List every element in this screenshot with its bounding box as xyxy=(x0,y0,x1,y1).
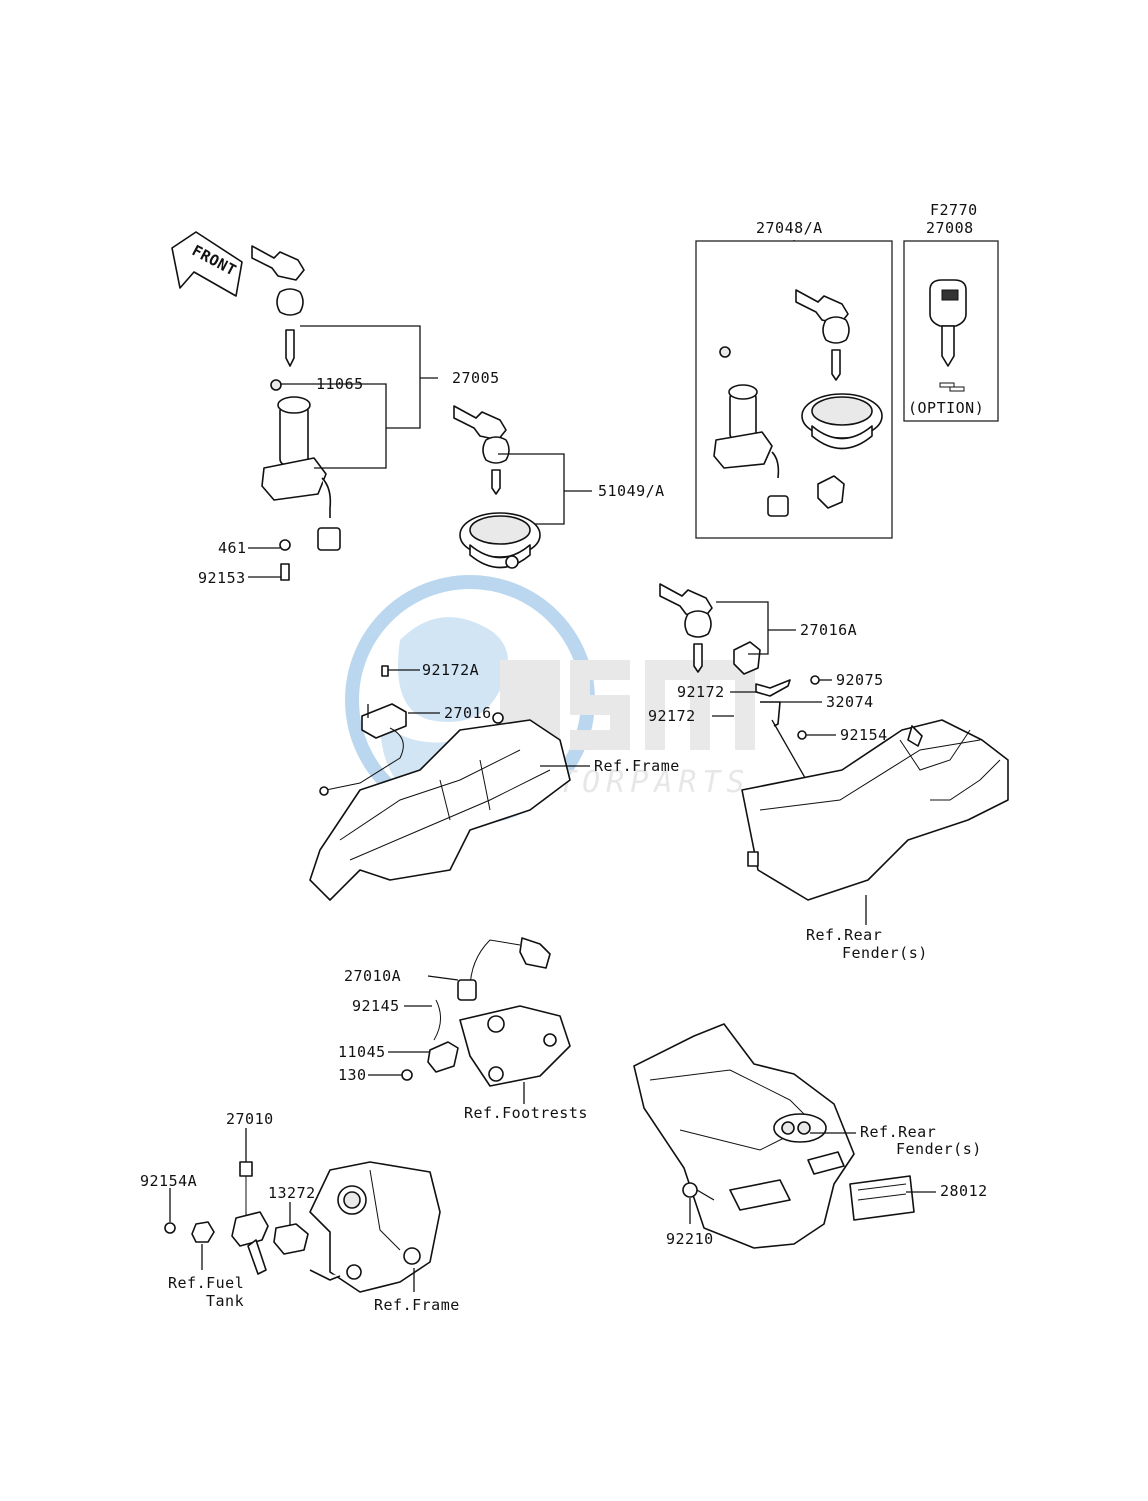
rear-fender-lower-icon xyxy=(633,1023,915,1249)
label-27008: 27008 xyxy=(926,219,974,237)
label-27010a: 27010A xyxy=(344,967,401,985)
kit-box-27048a xyxy=(695,240,893,539)
label-ref-rear-fender-2b: Fender(s) xyxy=(896,1140,982,1158)
kit-ignition-switch-icon xyxy=(713,346,789,517)
label-92153: 92153 xyxy=(198,569,246,587)
seat-lock-key-icon xyxy=(659,583,713,673)
label-27010: 27010 xyxy=(226,1110,274,1128)
ignition-key-icon xyxy=(251,245,305,367)
key-blank-box xyxy=(903,240,999,422)
label-13272: 13272 xyxy=(268,1184,316,1202)
label-51049a: 51049/A xyxy=(598,482,665,500)
label-92154a: 92154A xyxy=(140,1172,197,1190)
seat-lock-bracket-icon xyxy=(319,703,407,796)
label-27016: 27016 xyxy=(444,704,492,722)
seat-lock-icon xyxy=(733,641,791,727)
label-27005: 27005 xyxy=(452,369,500,387)
label-92172-upper: 92172 xyxy=(677,683,725,701)
label-ref-rear-fender-2a: Ref.Rear xyxy=(860,1123,936,1141)
label-92210: 92210 xyxy=(666,1230,714,1248)
label-92172-lower: 92172 xyxy=(648,707,696,725)
label-27048a: 27048/A xyxy=(756,219,823,237)
label-92154: 92154 xyxy=(840,726,888,744)
label-ref-rear-fender-1a: Ref.Rear xyxy=(806,926,882,944)
label-27016a: 27016A xyxy=(800,621,857,639)
label-32074: 32074 xyxy=(826,693,874,711)
label-461: 461 xyxy=(218,539,247,557)
nut-icon xyxy=(682,1182,698,1198)
kit-fuel-cap-icon xyxy=(801,393,883,450)
fuel-cap-key-icon xyxy=(453,405,510,495)
label-ref-frame-1: Ref.Frame xyxy=(594,757,680,775)
label-ref-footrests: Ref.Footrests xyxy=(464,1104,588,1122)
label-92145: 92145 xyxy=(352,997,400,1015)
front-arrow-icon: FRONT xyxy=(171,231,243,297)
ignition-switch-icon xyxy=(261,379,341,581)
label-f2770: F2770 xyxy=(930,201,978,219)
label-ref-fuel-tank-1: Ref.Fuel xyxy=(168,1274,244,1292)
label-ref-rear-fender-1b: Fender(s) xyxy=(842,944,928,962)
frame-rear-icon xyxy=(309,712,571,901)
kit-seat-lock-icon xyxy=(817,475,845,509)
label-92075: 92075 xyxy=(836,671,884,689)
key-blank-icon xyxy=(929,279,967,392)
label-130: 130 xyxy=(338,1066,367,1084)
fuel-cap-icon xyxy=(459,512,541,569)
frame-lower-icon xyxy=(309,1161,441,1293)
rear-fender-icon xyxy=(741,719,1009,901)
sensor-switch-icon xyxy=(164,1161,309,1275)
label-option: (OPTION) xyxy=(908,399,984,417)
label-92172a: 92172A xyxy=(422,661,479,679)
side-stand-switch-icon xyxy=(401,937,571,1087)
label-ref-fuel-tank-2: Tank xyxy=(206,1292,244,1310)
kit-key-icon xyxy=(795,289,850,381)
label-ref-frame-2: Ref.Frame xyxy=(374,1296,460,1314)
label-11045: 11045 xyxy=(338,1043,386,1061)
label-28012: 28012 xyxy=(940,1182,988,1200)
label-11065: 11065 xyxy=(316,375,364,393)
